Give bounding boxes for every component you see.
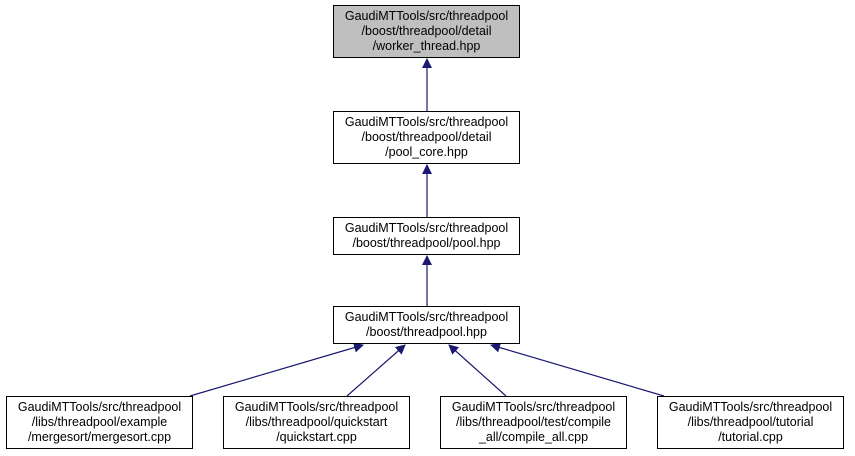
node-label-line: GaudiMTTools/src/threadpool <box>344 310 509 324</box>
node-label-line: /libs/threadpool/quickstart <box>245 415 388 429</box>
edge-compile-all-to-threadpool <box>448 344 507 397</box>
node-label-line: /tutorial.cpp <box>718 430 783 444</box>
node-pool-core-hpp[interactable]: GaudiMTTools/src/threadpool /boost/threa… <box>333 111 520 164</box>
node-label-line: GaudiMTTools/src/threadpool <box>344 9 509 23</box>
node-label-line: GaudiMTTools/src/threadpool <box>668 400 833 414</box>
node-label-line: /boost/threadpool/pool.hpp <box>352 236 501 250</box>
node-tutorial-cpp[interactable]: GaudiMTTools/src/threadpool /libs/thread… <box>657 396 844 449</box>
node-label-line: _all/compile_all.cpp <box>478 430 589 444</box>
node-label-line: /boost/threadpool/detail <box>361 24 492 38</box>
edge-tutorial-to-threadpool <box>490 342 665 397</box>
node-quickstart-cpp[interactable]: GaudiMTTools/src/threadpool /libs/thread… <box>223 396 410 449</box>
edge-quickstart-to-threadpool <box>346 344 406 397</box>
node-label-line: GaudiMTTools/src/threadpool <box>344 115 509 129</box>
node-mergesort-cpp[interactable]: GaudiMTTools/src/threadpool /libs/thread… <box>6 396 193 449</box>
node-label-line: GaudiMTTools/src/threadpool <box>451 400 616 414</box>
node-compile-all-cpp[interactable]: GaudiMTTools/src/threadpool /libs/thread… <box>440 396 627 449</box>
node-threadpool-hpp[interactable]: GaudiMTTools/src/threadpool /boost/threa… <box>333 306 520 344</box>
node-label-line: /pool_core.hpp <box>385 145 468 159</box>
node-label-line: /boost/threadpool.hpp <box>366 325 487 339</box>
node-label-line: /boost/threadpool/detail <box>361 130 492 144</box>
node-label-line: GaudiMTTools/src/threadpool <box>17 400 182 414</box>
node-label-line: /quickstart.cpp <box>276 430 357 444</box>
node-label-line: /libs/threadpool/test/compile <box>456 415 611 429</box>
node-label-line: /libs/threadpool/tutorial <box>687 415 814 429</box>
edge-mergesort-to-threadpool <box>189 342 364 397</box>
node-label-line: GaudiMTTools/src/threadpool <box>234 400 399 414</box>
node-worker-thread-hpp: GaudiMTTools/src/threadpool /boost/threa… <box>333 5 520 58</box>
node-label-line: /libs/threadpool/example <box>31 415 168 429</box>
node-label-line: /worker_thread.hpp <box>372 39 481 53</box>
node-pool-hpp[interactable]: GaudiMTTools/src/threadpool /boost/threa… <box>333 217 520 255</box>
node-label-line: GaudiMTTools/src/threadpool <box>344 221 509 235</box>
node-label-line: /mergesort/mergesort.cpp <box>27 430 172 444</box>
